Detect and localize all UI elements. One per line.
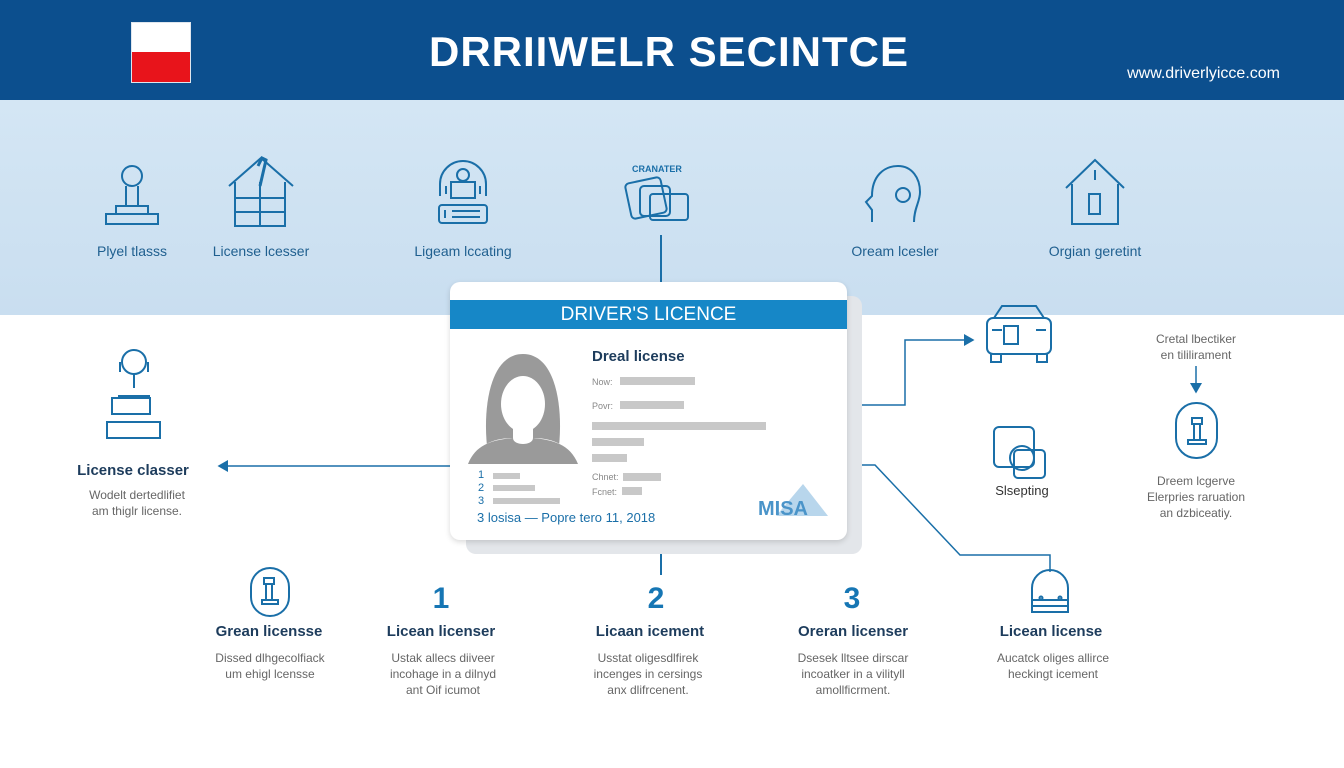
step-title: Oreran licenser	[797, 623, 909, 640]
svg-text:MISA: MISA	[758, 498, 808, 518]
arrow-car	[847, 334, 975, 406]
documents-icon: CRANATER	[624, 164, 689, 221]
bus-icon	[1031, 569, 1069, 613]
car-icon	[986, 305, 1052, 363]
top-label-6: Orgian geretint	[1048, 243, 1142, 259]
drivers-license-card: DRIVER'S LICENCE Dreal license Now: Povr…	[450, 282, 847, 540]
field-label: Now:	[592, 377, 613, 387]
id-person-icon	[438, 160, 488, 224]
award-icon	[1175, 402, 1218, 459]
top-label-5: Oream lcesler	[851, 243, 939, 259]
card-header: DRIVER'S LICENCE	[450, 300, 847, 329]
avatar	[468, 354, 578, 464]
podium-person-icon	[106, 349, 161, 439]
sleeping-icon	[993, 426, 1046, 479]
top-label-3: Ligeam lccating	[414, 243, 512, 259]
house-door-icon	[1065, 158, 1125, 225]
misa-logo: MISA	[758, 484, 828, 518]
header-banner	[0, 0, 1344, 100]
top-label-1: Plyel tlasss	[96, 243, 168, 259]
field-label: Povr:	[592, 401, 614, 411]
website-link[interactable]: www.driverlyicce.com	[1127, 65, 1280, 82]
step-title: Grean licensse	[215, 623, 323, 640]
step-title: Licaan icement	[595, 623, 705, 640]
field-label: Fcnet:	[592, 487, 618, 497]
step-number-3: 3	[843, 582, 861, 615]
head-profile-icon	[864, 164, 922, 223]
house-icon	[228, 155, 294, 227]
connector-bottom-right	[847, 464, 1051, 572]
license-name: Dreal license	[592, 348, 685, 365]
flag-icon	[131, 22, 191, 83]
step-title: Licean licenser	[386, 623, 496, 640]
step-number-1: 1	[432, 582, 450, 615]
award-icon-bottom	[250, 567, 290, 617]
sleeping-label: Slsepting	[995, 483, 1049, 498]
top-band	[0, 100, 1344, 315]
left-title: License classer	[77, 462, 189, 479]
card-footer: 3 losisa — Popre tero 11, 2018	[477, 510, 656, 525]
step-number-2: 2	[647, 582, 665, 615]
top-label-2: License lcesser	[212, 243, 310, 259]
page-title: DRRIIWELR SECINTCE	[429, 28, 909, 75]
stamp-icon	[105, 165, 159, 225]
svg-text:CRANATER: CRANATER	[632, 164, 682, 174]
step-title: Licean license	[999, 623, 1103, 640]
field-label: Chnet:	[592, 472, 619, 482]
